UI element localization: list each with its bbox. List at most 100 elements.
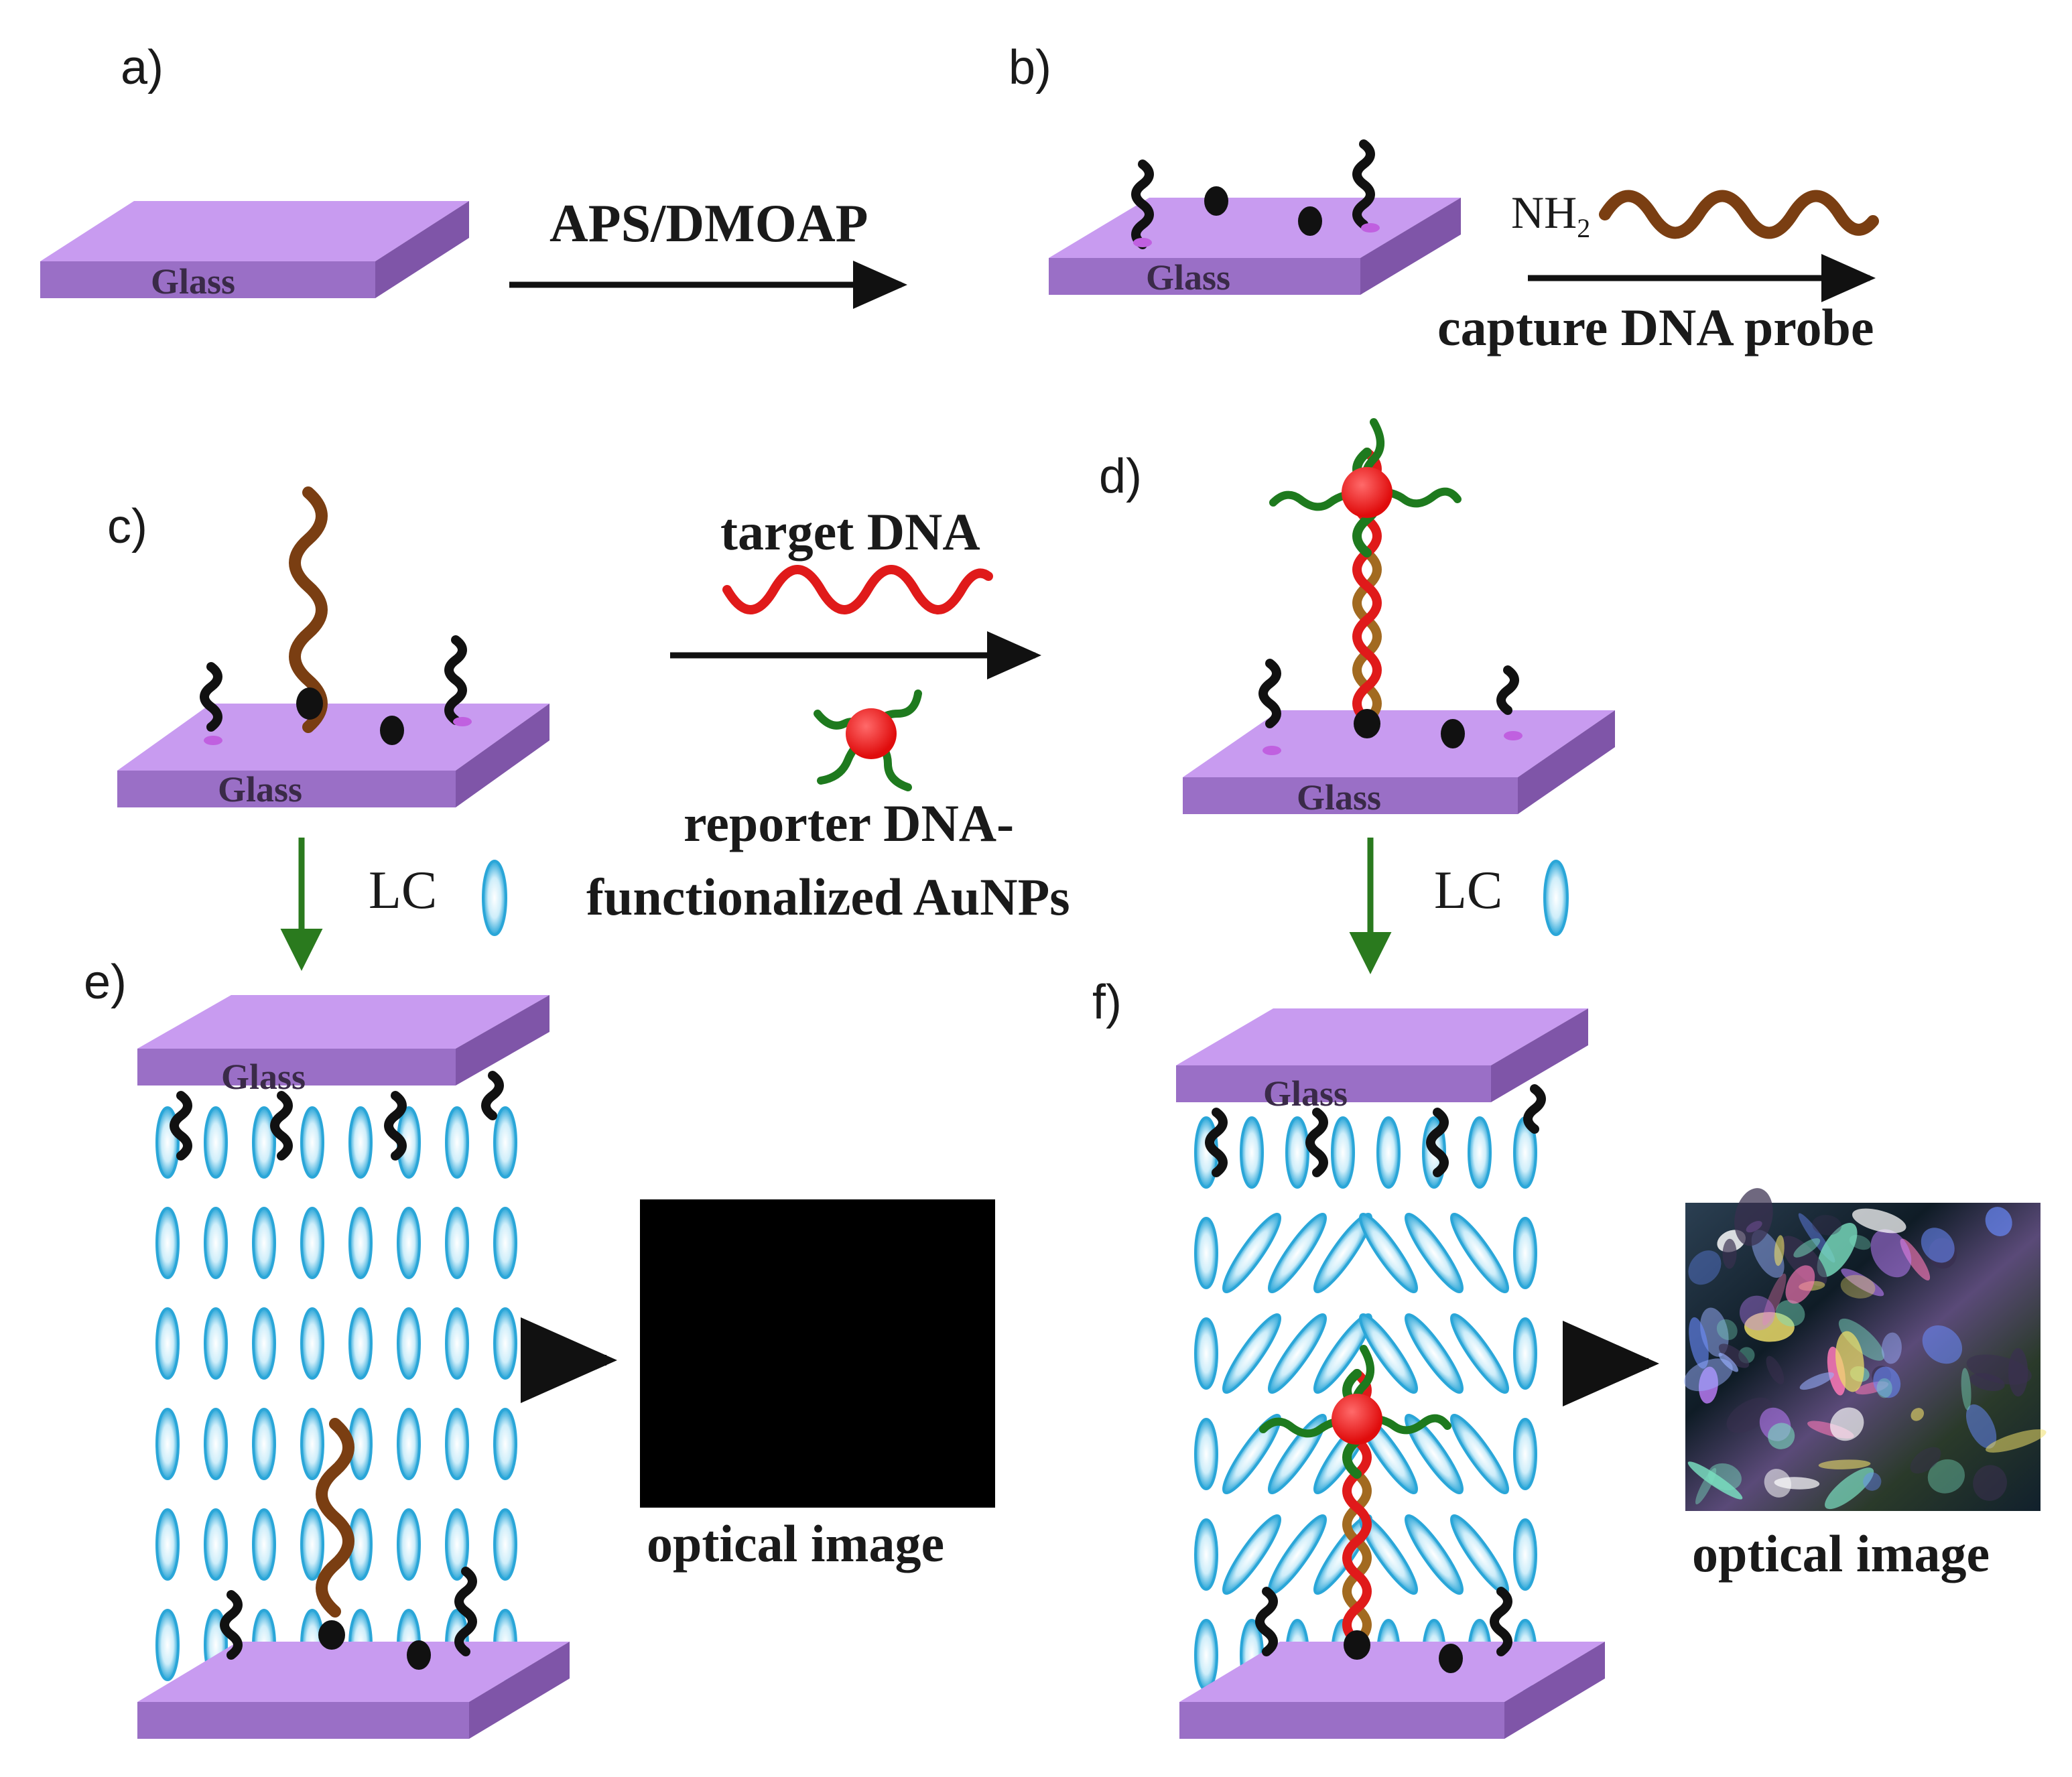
texture-domain bbox=[1835, 1331, 1864, 1392]
lc-molecule bbox=[204, 1307, 228, 1380]
glass-slide-top: Glass bbox=[137, 995, 549, 1097]
lc-molecule bbox=[155, 1609, 180, 1681]
panel-label-d: d) bbox=[1099, 450, 1142, 503]
dmoap-chain bbox=[220, 1567, 477, 1660]
texture-domain bbox=[1870, 1229, 1912, 1278]
panel-label-b: b) bbox=[1009, 41, 1051, 94]
birefringent-texture bbox=[1684, 1188, 2047, 1510]
aps-dot bbox=[296, 687, 404, 745]
reporter-aunp-conjugate bbox=[814, 689, 922, 791]
lc-molecule bbox=[1376, 1116, 1401, 1189]
lc-molecule bbox=[1450, 1213, 1509, 1293]
capture-dna-strand bbox=[1599, 190, 1879, 239]
lc-molecule bbox=[445, 1207, 469, 1279]
lc-molecule bbox=[1194, 1619, 1218, 1691]
lc-molecule bbox=[1405, 1414, 1464, 1494]
optical-image-label: optical image bbox=[647, 1514, 944, 1573]
lc-molecule bbox=[204, 1207, 228, 1279]
lc-molecule bbox=[1468, 1116, 1492, 1189]
gold-nanoparticle bbox=[846, 708, 897, 759]
lc-molecule bbox=[252, 1408, 276, 1480]
glass-label: Glass bbox=[1146, 257, 1230, 298]
lc-molecule bbox=[397, 1408, 421, 1480]
lc-molecule bbox=[204, 1408, 228, 1480]
lc-molecule bbox=[1268, 1213, 1327, 1293]
lc-molecule bbox=[493, 1408, 517, 1480]
target-dna-label: target DNA bbox=[720, 503, 980, 561]
reporter-label-line1: reporter DNA- bbox=[684, 794, 1014, 852]
hybridization-step: target DNA reporter DNA- functionalized … bbox=[586, 503, 1070, 926]
texture-domain bbox=[1768, 1423, 1795, 1449]
texture-domain bbox=[1986, 1429, 2047, 1453]
surface-anchor-dot bbox=[1133, 223, 1380, 247]
lc-molecule bbox=[493, 1307, 517, 1380]
texture-domain bbox=[1863, 1472, 1882, 1491]
glass-slide-a: Glass bbox=[40, 201, 469, 302]
lc-molecule bbox=[252, 1508, 276, 1581]
glass-slide-bottom bbox=[137, 1642, 570, 1739]
texture-domain bbox=[1766, 1356, 1785, 1384]
lc-molecule bbox=[1268, 1313, 1327, 1394]
texture-domain bbox=[1774, 1235, 1785, 1266]
capture-probe-reagent: NH2 capture DNA probe bbox=[1437, 187, 1879, 356]
panel-label-f: f) bbox=[1092, 976, 1122, 1029]
lc-molecule bbox=[445, 1508, 469, 1581]
texture-domain bbox=[1695, 1467, 1717, 1505]
texture-domain bbox=[1922, 1325, 1963, 1364]
texture-domain bbox=[1881, 1332, 1902, 1364]
lc-molecule bbox=[1222, 1313, 1281, 1394]
texture-domain bbox=[1764, 1469, 1792, 1498]
lc-molecule bbox=[252, 1307, 276, 1380]
lc-molecule bbox=[493, 1207, 517, 1279]
texture-domain bbox=[1687, 1461, 1743, 1500]
lc-molecule bbox=[1222, 1514, 1281, 1595]
surface-anchor-dot bbox=[204, 717, 472, 745]
texture-domain bbox=[1873, 1366, 1901, 1398]
optical-image-birefringent bbox=[1684, 1188, 2047, 1511]
texture-domain bbox=[1708, 1463, 1742, 1491]
panel-label-e: e) bbox=[84, 956, 127, 1009]
texture-domain bbox=[1840, 1274, 1876, 1299]
texture-domain bbox=[1793, 1238, 1821, 1258]
lc-molecule bbox=[1194, 1418, 1218, 1490]
lc-arrow-c-to-e: LC bbox=[280, 838, 507, 971]
lc-molecule-icon bbox=[1543, 860, 1569, 936]
texture-domain bbox=[1785, 1265, 1815, 1304]
lc-molecule bbox=[1240, 1116, 1264, 1189]
capture-dna-strand bbox=[289, 486, 328, 733]
texture-domain bbox=[1973, 1465, 2007, 1501]
dmoap-chain bbox=[170, 1071, 504, 1161]
lc-molecule bbox=[155, 1508, 180, 1581]
surface-anchor-dot bbox=[1262, 731, 1523, 755]
texture-domain bbox=[1876, 1378, 1892, 1398]
gold-nanoparticle bbox=[1342, 467, 1393, 518]
aps-dmoap-label: APS/DMOAP bbox=[549, 194, 868, 253]
lc-molecule bbox=[348, 1207, 373, 1279]
texture-domain bbox=[1838, 1318, 1884, 1361]
optical-image-dark bbox=[640, 1199, 995, 1508]
aps-dot bbox=[1354, 709, 1465, 748]
texture-domain bbox=[1965, 1404, 1997, 1449]
aps-dot bbox=[1204, 186, 1322, 236]
lc-molecule bbox=[1359, 1213, 1418, 1293]
lc-molecule bbox=[1359, 1313, 1418, 1394]
lc-molecule bbox=[300, 1207, 324, 1279]
glass-slide-bottom bbox=[1179, 1642, 1605, 1739]
texture-domain bbox=[1716, 1319, 1738, 1340]
texture-domain bbox=[1817, 1223, 1858, 1277]
nh2-text: NH bbox=[1511, 187, 1577, 238]
optical-image-label: optical image bbox=[1692, 1524, 1990, 1583]
lc-arrow-d-to-f: LC bbox=[1349, 838, 1569, 974]
texture-domain bbox=[1911, 1408, 1925, 1421]
lc-molecule bbox=[445, 1408, 469, 1480]
lc-molecule bbox=[252, 1207, 276, 1279]
lc-molecule bbox=[155, 1207, 180, 1279]
aps-dot bbox=[318, 1620, 431, 1670]
glass-slide-b: Glass bbox=[1049, 198, 1461, 298]
lc-molecule bbox=[1285, 1116, 1309, 1189]
lc-molecule bbox=[252, 1106, 276, 1179]
nh2-label: NH2 bbox=[1511, 187, 1590, 243]
lc-molecule bbox=[300, 1408, 324, 1480]
texture-domain bbox=[1910, 1447, 1941, 1474]
